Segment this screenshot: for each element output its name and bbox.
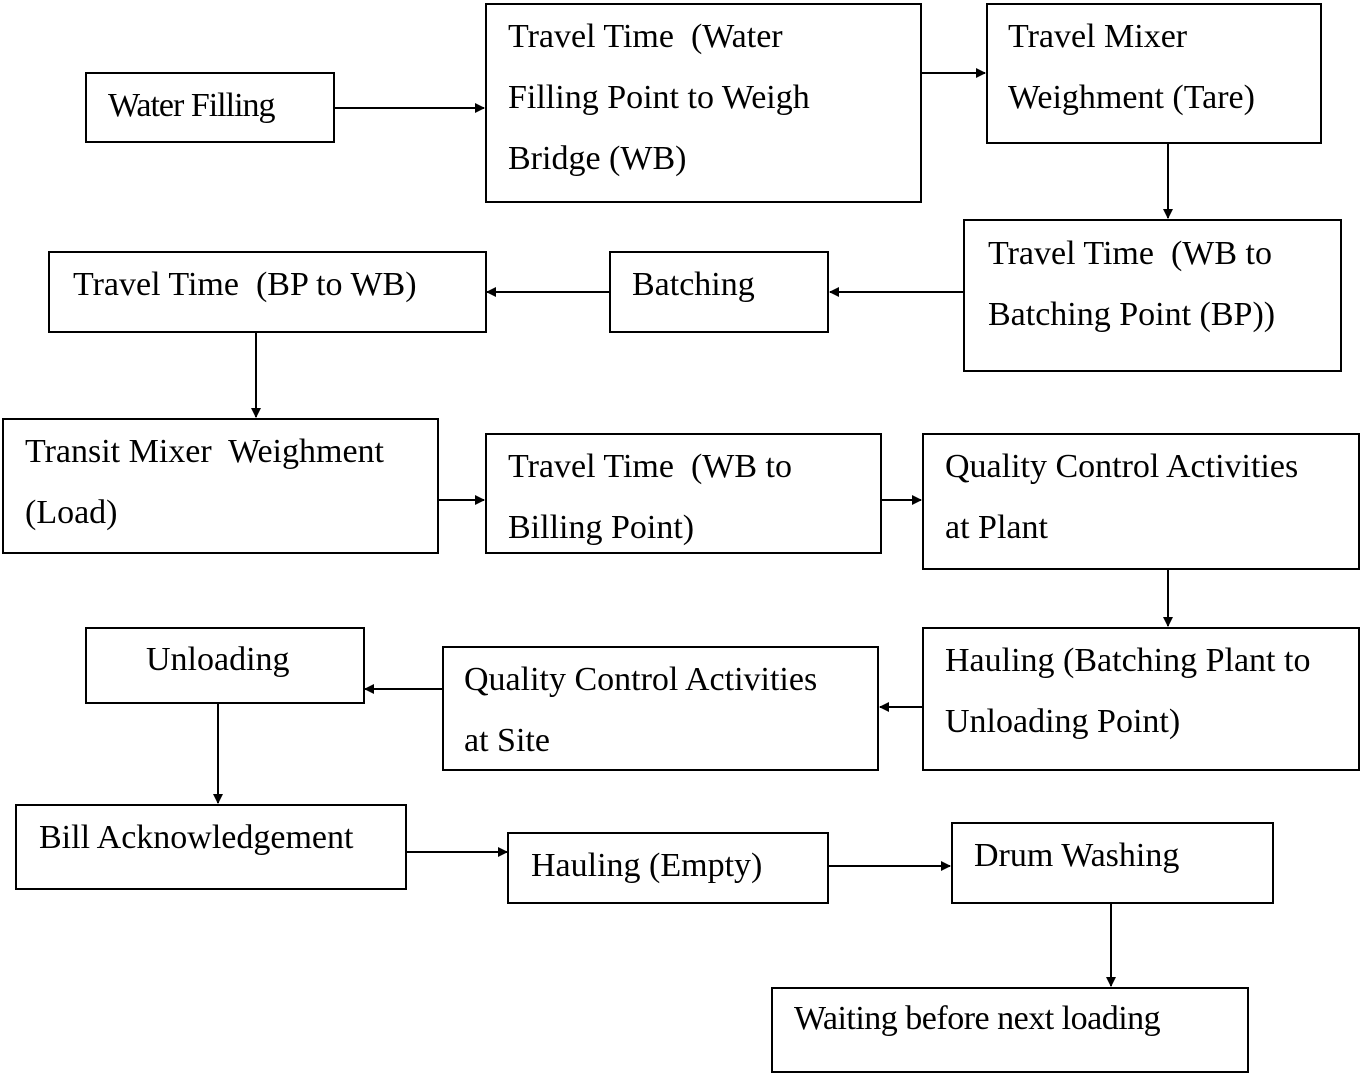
node-bill-acknowledgement: Bill Acknowledgement [15,804,407,890]
node-label-line: Quality Control Activities [945,448,1298,485]
node-hauling-loaded: Hauling (Batching Plant to Unloading Poin… [922,627,1360,771]
node-qc-activities-site: Quality Control Activities at Site [442,646,879,771]
node-qc-activities-plant: Quality Control Activities at Plant [922,433,1360,570]
node-water-filling: Water Filling [85,72,335,143]
node-travel-time-wb-to-bp: Travel Time (WB to Batching Point (BP)) [963,219,1342,372]
node-batching: Batching [609,251,829,333]
svg-text:Water Filling: Water Filling [108,87,276,124]
node-label-line: Billing Point) [508,509,694,546]
node-label-line: Water Filling [108,87,276,124]
svg-text:Batching: Batching [632,266,755,303]
node-label-line: Drum Washing [974,837,1179,874]
node-drum-washing: Drum Washing [951,822,1274,904]
node-label-line: Waiting before next loading [794,1000,1161,1037]
svg-text:Transit Mixer Weighment(Load): Transit Mixer Weighment (Load) [25,433,385,531]
node-waiting-before-next-loading: Waiting before next loading [771,987,1249,1073]
node-label-line: Unloading Point) [945,703,1180,740]
node-travel-time-wb-to-billing: Travel Time (WB to Billing Point) [485,433,882,554]
node-label-line: at Site [464,722,550,759]
svg-text:Unloading: Unloading [146,641,290,678]
svg-text:Drum Washing: Drum Washing [974,837,1179,874]
node-label-line: Batching Point (BP)) [988,296,1275,333]
node-label-line: Travel Time (WB to [988,235,1272,272]
node-label-line: (Load) [25,494,118,531]
node-label-line: Bridge (WB) [508,140,686,177]
svg-text:Hauling (Empty): Hauling (Empty) [531,847,762,884]
node-travel-time-bp-to-wb: Travel Time (BP to WB) [48,251,487,333]
node-transit-mixer-weighment-load: Transit Mixer Weighment (Load) [2,418,439,554]
node-label-line: Hauling (Batching Plant to [945,642,1310,679]
node-label-line: at Plant [945,509,1048,546]
node-label-line: Transit Mixer Weighment [25,433,385,470]
node-label-line: Quality Control Activities [464,661,817,698]
node-label-line: Unloading [146,641,290,678]
svg-text:Travel Time (BP to WB): Travel Time (BP to WB) [73,266,417,303]
node-label-line: Filling Point to Weigh [508,79,810,116]
node-hauling-empty: Hauling (Empty) [507,832,829,904]
node-label-line: Batching [632,266,755,303]
node-label-line: Weighment (Tare) [1008,79,1255,116]
node-label-line: Hauling (Empty) [531,847,762,884]
svg-text:Bill Acknowledgement: Bill Acknowledgement [39,819,354,856]
node-label-line: Travel Time (BP to WB) [73,266,417,303]
svg-text:Waiting before next loading: Waiting before next loading [794,1000,1161,1037]
node-unloading: Unloading [85,627,365,704]
node-label-line: Travel Time (WB to [508,448,792,485]
node-label-line: Travel Mixer [1008,18,1188,55]
node-label-line: Bill Acknowledgement [39,819,354,856]
node-label-line: Travel Time (Water [508,18,783,55]
